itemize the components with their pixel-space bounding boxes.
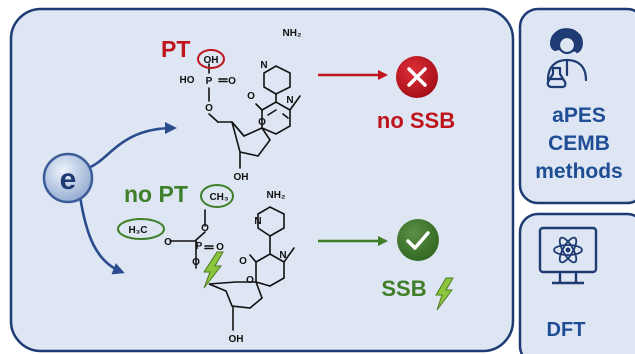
pt-group-n-1: N	[260, 60, 267, 71]
method-line-1: aPES	[552, 104, 606, 127]
pt-group-oh: OH	[204, 55, 219, 66]
cross-icon	[396, 56, 438, 98]
pt-group-n-2: N	[286, 95, 293, 106]
pt-group-ho: HO	[180, 75, 195, 86]
pt-result-label: no SSB	[377, 108, 455, 133]
pt-oh-highlight	[197, 49, 225, 69]
dft-label: DFT	[547, 319, 586, 341]
nopt-group-o-link: O	[192, 257, 200, 268]
pt-group-o-base: O	[247, 91, 255, 102]
pt-group-o-double: O	[228, 76, 236, 87]
ssb-lightning-icon	[435, 277, 454, 311]
main-panel	[9, 7, 515, 353]
nopt-h3c-highlight	[117, 218, 165, 240]
pt-group-nh2: NH₂	[283, 28, 302, 39]
nopt-group-n-2: N	[279, 250, 286, 261]
scientist-icon	[546, 28, 588, 89]
electron-circle	[42, 152, 94, 204]
monitor-atom-icon	[538, 226, 598, 285]
nopt-label: no PT	[124, 181, 188, 207]
nopt-group-ch3: CH₃	[209, 192, 228, 203]
side-panel-methods	[518, 7, 635, 205]
nopt-group-n-1: N	[254, 216, 261, 227]
nopt-ch3-highlight	[200, 184, 234, 208]
electron-label: e	[60, 163, 77, 196]
pt-group-o-ring: O	[258, 117, 266, 128]
nopt-group-o-2: O	[201, 223, 209, 234]
pt-group-oh-bottom: OH	[234, 172, 249, 183]
nopt-result-label: SSB	[381, 276, 426, 301]
electron-arrow-down	[78, 195, 125, 275]
lightning-icon	[203, 251, 224, 289]
nopt-group-p: P	[196, 241, 203, 252]
method-line-3: methods	[535, 160, 623, 183]
method-line-2: CEMB	[548, 132, 610, 155]
nopt-group-h3c: H₃C	[128, 225, 147, 236]
pt-group-p: P	[206, 76, 213, 87]
nopt-group-oh-bottom: OH	[229, 334, 244, 345]
electron-arrow-up	[87, 122, 177, 170]
nopt-group-o-base: O	[239, 256, 247, 267]
pt-molecule	[208, 63, 301, 169]
nopt-group-o-ring: O	[246, 275, 254, 286]
check-icon	[397, 219, 439, 261]
nopt-group-nh2: NH₂	[267, 190, 286, 201]
nopt-group-o-double: O	[216, 242, 224, 253]
nopt-group-o-1: O	[164, 237, 172, 248]
pt-label: PT	[161, 36, 190, 62]
nopt-molecule	[169, 206, 295, 331]
pt-group-o-link: O	[205, 103, 213, 114]
